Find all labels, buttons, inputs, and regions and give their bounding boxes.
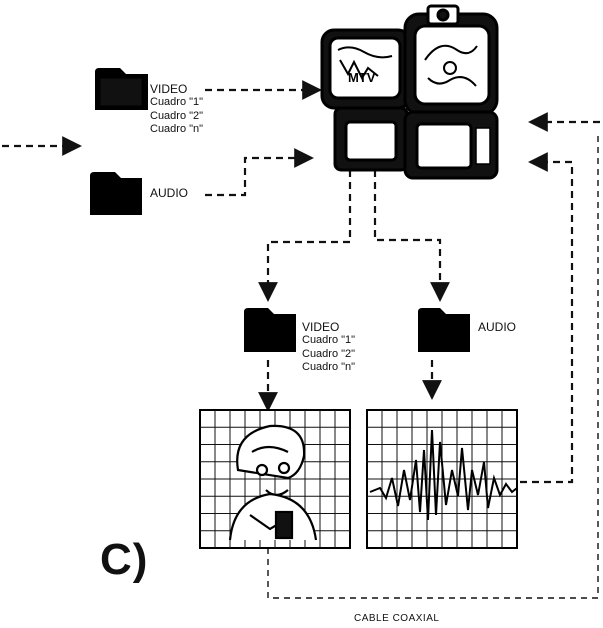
- top-audio-label: AUDIO: [150, 186, 189, 200]
- tv-monitors-icon: MTV: [320, 4, 499, 180]
- return-loop-arrow: [520, 152, 574, 484]
- folder-video-bottom-icon: [244, 308, 296, 352]
- bottom-video-frame-3: Cuadro "n": [302, 361, 356, 373]
- folder-audio-bottom-icon: [418, 308, 470, 352]
- top-video-frame-2: Cuadro "2": [150, 109, 204, 122]
- bottom-audio-label: AUDIO: [478, 320, 517, 334]
- bottom-video-title: VIDEO: [302, 320, 340, 334]
- top-video-group: VIDEO Cuadro "1" Cuadro "2" Cuadro "n": [150, 82, 203, 137]
- audio-waveform: [369, 429, 518, 521]
- cartoon-figure-icon: [228, 424, 318, 541]
- folder-video-top-icon: [95, 68, 148, 110]
- top-video-title: VIDEO: [150, 82, 188, 96]
- audio-to-monitor-arrow: [205, 148, 314, 197]
- folder-audio-top-icon: [90, 172, 142, 215]
- coaxial-cable-line: [267, 135, 599, 599]
- panel-label: C): [100, 535, 149, 584]
- svg-text:MTV: MTV: [348, 70, 376, 85]
- audio-screen: [366, 409, 518, 549]
- split-right-arrow: [373, 170, 450, 302]
- cable-label: CABLE COAXIAL: [354, 613, 440, 624]
- video-screen: [199, 409, 351, 549]
- split-left-arrow: [258, 170, 352, 302]
- bottom-video-frame-1: Cuadro "1": [302, 334, 356, 346]
- bottom-video-frame-2: Cuadro "2": [302, 347, 356, 360]
- top-video-frame-3: Cuadro "n": [150, 123, 204, 135]
- bottom-video-group: VIDEO Cuadro "1" Cuadro "2" Cuadro "n": [302, 320, 355, 375]
- top-video-frame-1: Cuadro "1": [150, 96, 204, 108]
